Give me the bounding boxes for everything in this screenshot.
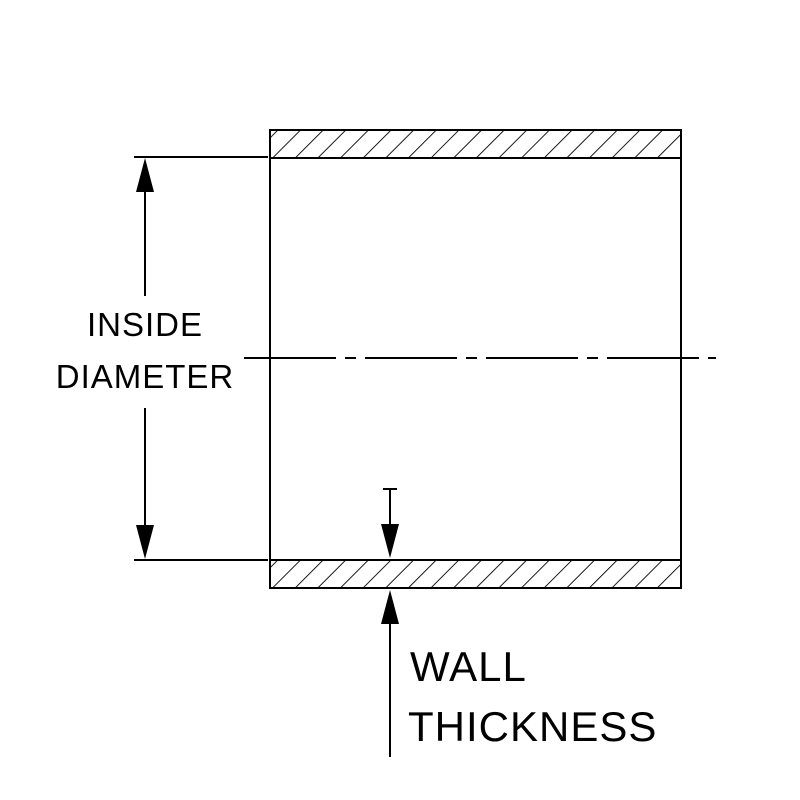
inside-diameter-label-line1: INSIDE: [87, 306, 203, 343]
inside-diameter-arrow-down-icon: [136, 525, 154, 559]
wall-thickness-label-line1: WALL: [410, 643, 527, 690]
wall-thickness-label-line2: THICKNESS: [408, 703, 657, 750]
wall-thickness-arrow-down-icon: [381, 524, 399, 558]
top-wall-hatch: [270, 130, 681, 158]
inside-diameter-arrow-up-icon: [136, 158, 154, 192]
inside-diameter-label-line2: DIAMETER: [56, 358, 235, 395]
bottom-wall-hatch: [270, 560, 681, 588]
wall-thickness-arrow-up-icon: [381, 590, 399, 624]
